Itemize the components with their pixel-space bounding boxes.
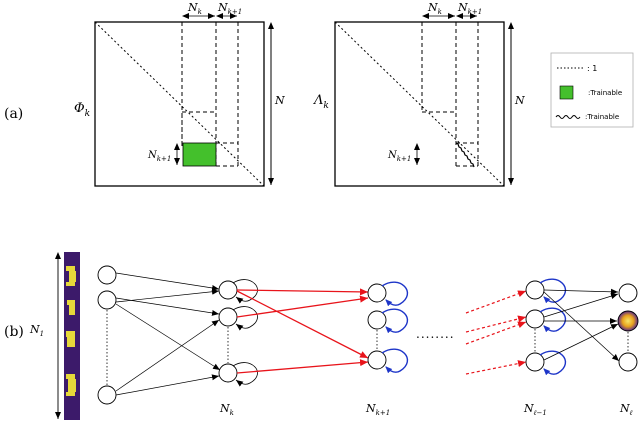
lambda-top-label-k: Nk — [427, 1, 442, 16]
node — [618, 283, 638, 303]
phi-top-label-k: Nk — [187, 1, 202, 16]
input-label: N1 — [29, 323, 44, 338]
input-image-strip — [64, 252, 80, 420]
matrix-phi: Nk Nk+1 Nk+1 N Φk — [74, 1, 285, 187]
layer-output — [617, 283, 639, 372]
legend-wavy-label: :Trainable — [585, 113, 619, 121]
edges-nk-to-nk1 — [236, 288, 369, 374]
edges-into-nl1 — [465, 290, 527, 375]
self-loop-blue — [539, 350, 567, 376]
node — [367, 283, 387, 303]
matrix-phi-frame — [94, 21, 265, 187]
matrix-lambda-frame — [334, 21, 505, 187]
legend-dotted-label: : 1 — [587, 64, 597, 73]
phi-trainable-block — [182, 142, 217, 167]
layer-label-nl: Nℓ — [619, 402, 633, 417]
legend: : 1 :Trainable :Trainable — [550, 52, 634, 128]
node — [97, 265, 117, 285]
layer-label-nk: Nk — [219, 402, 234, 417]
node — [218, 307, 238, 327]
matrix-phi-diagonal — [94, 21, 265, 187]
lambda-side-label: Nk+1 — [387, 150, 411, 163]
panel-label-a: (a) — [4, 106, 23, 122]
layer-label-nl1: Nℓ−1 — [523, 402, 547, 417]
layer-nk — [218, 279, 258, 387]
self-loop — [232, 279, 258, 304]
node — [618, 352, 638, 372]
lambda-n-label: N — [514, 94, 525, 107]
node — [525, 352, 545, 372]
phi-side-label: Nk+1 — [147, 150, 171, 163]
self-loop-blue — [539, 307, 567, 333]
matrix-phi-name: Φk — [74, 101, 90, 119]
legend-green-swatch — [559, 85, 574, 100]
matrix-lambda-name: Λk — [313, 93, 329, 111]
self-loop — [232, 362, 258, 387]
layer-ellipsis: ........ — [416, 327, 455, 341]
panel-label-b: (b) — [4, 324, 24, 340]
matrix-lambda: Nk Nk+1 Nk+1 N Λk — [313, 1, 525, 187]
self-loop-blue — [381, 348, 409, 374]
self-loop-blue — [381, 308, 409, 334]
node — [525, 280, 545, 300]
self-loop-blue — [381, 281, 409, 307]
self-loop — [232, 306, 258, 331]
edges-nl1-to-nl — [543, 288, 620, 362]
legend-green-label: :Trainable — [588, 89, 622, 97]
node — [97, 385, 117, 405]
node — [367, 310, 387, 330]
layer-input — [97, 265, 117, 405]
edges-input-to-nk — [115, 272, 221, 396]
legend-wavy-sample — [555, 115, 581, 119]
layer-nl1 — [525, 278, 567, 376]
node — [218, 363, 238, 383]
lambda-top-label-k1: Nk+1 — [457, 1, 482, 16]
self-loop-blue — [539, 278, 567, 304]
layer-nk1 — [367, 281, 409, 374]
output-node-active — [617, 310, 639, 332]
node — [97, 290, 117, 310]
matrix-lambda-diagonal — [334, 21, 505, 187]
node — [525, 309, 545, 329]
phi-n-label: N — [274, 94, 285, 107]
node — [218, 280, 238, 300]
layer-label-nk1: Nk+1 — [365, 402, 390, 417]
node — [367, 350, 387, 370]
lambda-trainable-diagonal — [455, 142, 475, 168]
phi-top-label-k1: Nk+1 — [217, 1, 242, 16]
